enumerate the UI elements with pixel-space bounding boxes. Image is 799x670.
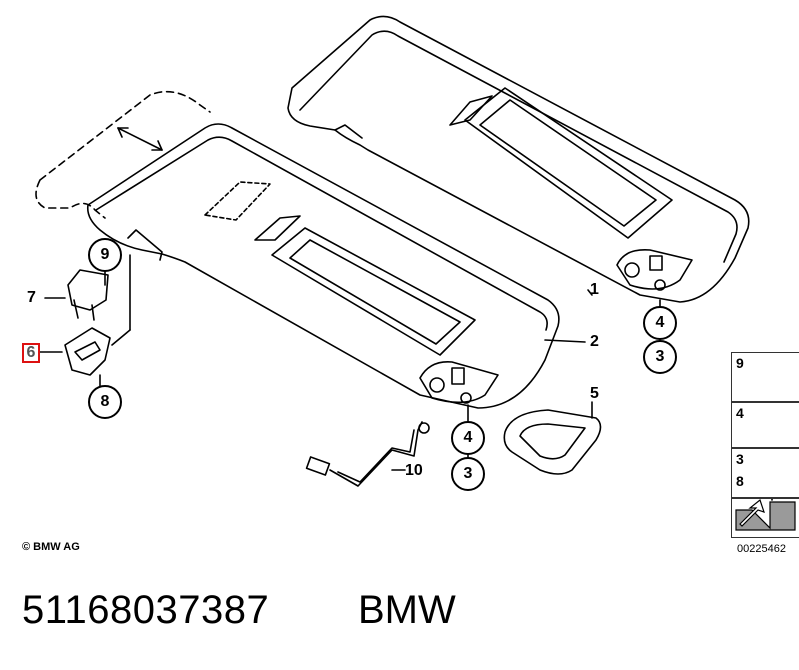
label-7: 7 <box>27 289 36 306</box>
part-number: 51168037387 <box>22 588 270 632</box>
callout-4-rear: 4 <box>643 306 677 340</box>
cover-part-5 <box>503 409 602 475</box>
legend-box-4: 4 <box>731 402 799 448</box>
callout-9: 9 <box>88 238 122 272</box>
legend-box-arrow <box>731 498 799 538</box>
label-5: 5 <box>590 385 599 402</box>
callout-4-front: 4 <box>451 421 485 455</box>
legend-arrow-plate <box>735 498 796 531</box>
dashed-visor-outline <box>35 90 211 219</box>
label-10: 10 <box>405 462 423 479</box>
bracket-part-7 <box>67 269 109 311</box>
legend-box-3-8: 3 8 <box>731 448 799 498</box>
callout-3-rear: 3 <box>643 340 677 374</box>
diagram-id: 00225462 <box>737 543 786 555</box>
legend-box-9: 9 <box>731 352 799 402</box>
copyright-text: © BMW AG <box>22 541 80 553</box>
adjust-arrow <box>117 127 163 151</box>
legend-label-4: 4 <box>736 405 744 421</box>
callout-3-front: 3 <box>451 457 485 491</box>
brand-name: BMW <box>358 588 456 632</box>
visor-front-outline <box>86 123 560 409</box>
label-1: 1 <box>590 281 599 298</box>
rear-hinge <box>616 248 693 290</box>
legend-label-9: 9 <box>736 355 744 371</box>
label-2: 2 <box>590 333 599 350</box>
legend-label-3: 3 <box>736 451 744 467</box>
parts-diagram <box>35 15 796 531</box>
visor-rear-outline <box>287 15 750 303</box>
visor-front-mirror <box>271 227 476 356</box>
front-hinge <box>419 361 499 404</box>
visor-rear-mirror <box>464 87 673 239</box>
label-6-highlighted: 6 <box>22 343 40 363</box>
legend-label-8: 8 <box>736 473 744 489</box>
callout-8: 8 <box>88 385 122 419</box>
clip-part-6 <box>64 327 111 376</box>
